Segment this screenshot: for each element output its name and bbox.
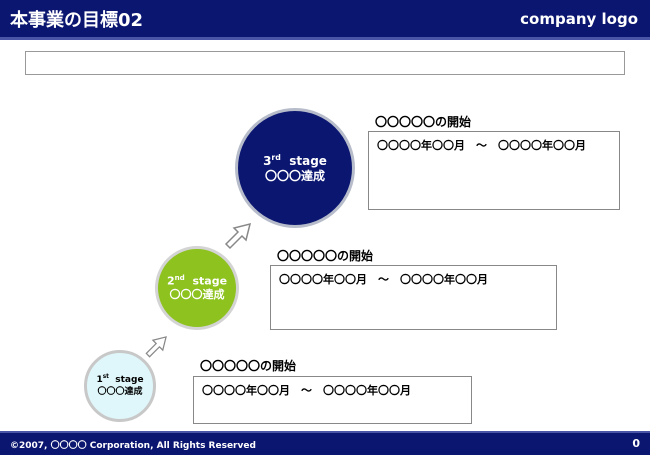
slide-footer: ©2007, 〇〇〇〇 Corporation, All Rights Rese…	[0, 431, 650, 455]
stage-1-circle[interactable]: 1st stage 〇〇〇達成	[84, 350, 156, 422]
stage-2-label: 〇〇〇〇〇の開始	[277, 249, 374, 263]
stage-3-circle[interactable]: 3rd stage 〇〇〇達成	[235, 108, 355, 228]
slide-header: 本事業の目標02 company logo	[0, 0, 650, 40]
copyright-text: ©2007, 〇〇〇〇 Corporation, All Rights Rese…	[10, 441, 256, 451]
summary-textbox[interactable]	[25, 51, 625, 75]
arrow-up-right-icon	[145, 336, 167, 358]
stage-1-period: 〇〇〇〇年〇〇月 ～ 〇〇〇〇年〇〇月	[202, 384, 411, 397]
stage-2-period: 〇〇〇〇年〇〇月 ～ 〇〇〇〇年〇〇月	[279, 273, 488, 286]
company-logo: company logo	[520, 10, 638, 28]
stage-3-period: 〇〇〇〇年〇〇月 ～ 〇〇〇〇年〇〇月	[377, 139, 586, 152]
stage-3-label: 〇〇〇〇〇の開始	[375, 115, 472, 129]
arrow-up-right-icon	[224, 222, 252, 250]
stage-1-textbox[interactable]: 〇〇〇〇年〇〇月 ～ 〇〇〇〇年〇〇月	[193, 376, 472, 424]
stage-1-label: 〇〇〇〇〇の開始	[200, 359, 297, 373]
stage-3-textbox[interactable]: 〇〇〇〇年〇〇月 ～ 〇〇〇〇年〇〇月	[368, 131, 620, 210]
stage-2-textbox[interactable]: 〇〇〇〇年〇〇月 ～ 〇〇〇〇年〇〇月	[270, 265, 557, 330]
page-number: 0	[632, 437, 640, 450]
slide-title: 本事業の目標02	[10, 10, 144, 31]
stage-2-circle[interactable]: 2nd stage 〇〇〇達成	[155, 246, 239, 330]
